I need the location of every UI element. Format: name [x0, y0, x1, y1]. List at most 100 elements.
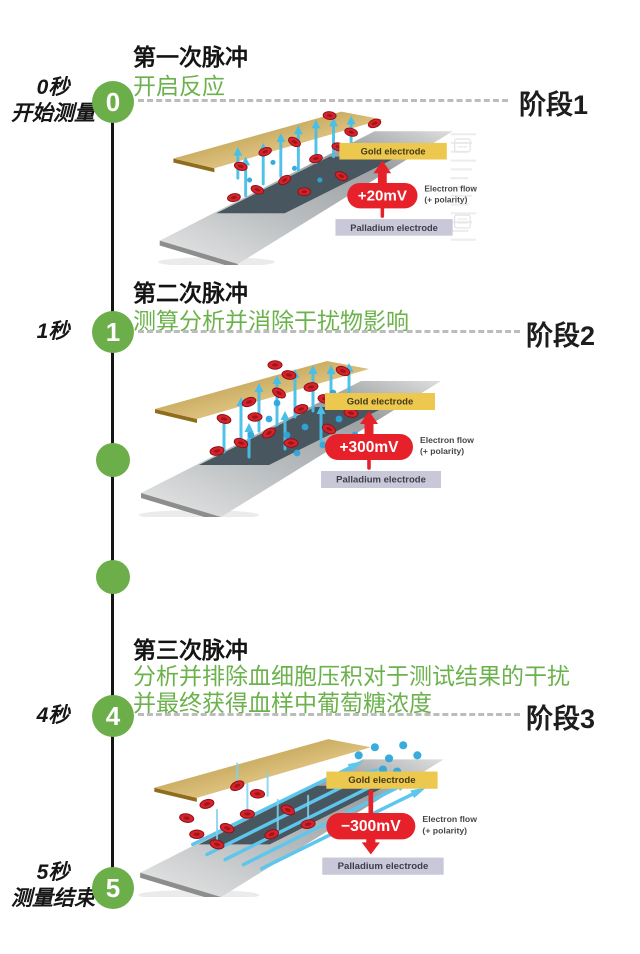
time-label-1s: 1秒	[2, 319, 104, 345]
gold-plate	[154, 739, 371, 798]
electron-flow-caption-line2: (+ polarity)	[424, 194, 467, 204]
gold-plate-edge	[154, 787, 197, 802]
voltage-arrow-icon	[373, 160, 392, 218]
red-blood-cell	[209, 839, 225, 850]
red-blood-cell	[303, 382, 319, 392]
red-blood-cell	[322, 111, 337, 120]
section2-subtitle: 测算分析并消除干扰物影响	[133, 308, 409, 334]
red-blood-cell	[216, 414, 232, 424]
red-blood-cell	[309, 153, 323, 164]
timeline-dot	[96, 560, 130, 594]
red-blood-cell	[288, 136, 301, 148]
red-blood-cell	[247, 412, 263, 422]
red-blood-cell	[293, 404, 309, 414]
section3-subtitle-line2: 并最终获得血样中葡萄糖浓度	[133, 690, 432, 716]
electron-dot	[413, 751, 422, 760]
gold-electrode-label-box	[326, 771, 438, 789]
section1-title: 第一次脉冲	[133, 44, 248, 70]
palladium-electrode-label-box	[322, 857, 444, 875]
red-blood-cell	[262, 427, 276, 439]
voltage-value: −300mV	[341, 818, 401, 835]
stage3-label: 阶段3	[526, 704, 596, 734]
electron-dot	[247, 431, 255, 439]
electron-dot	[283, 431, 291, 439]
reaction-artwork	[227, 111, 382, 203]
red-blood-cell	[179, 813, 195, 823]
stage3-dashed-line	[138, 713, 520, 716]
red-blood-cell	[241, 396, 257, 408]
electron-flow-caption-line1: Electron flow	[422, 814, 477, 824]
electron-dot	[335, 415, 343, 423]
voltage-badge	[326, 813, 416, 840]
section1-subtitle: 开启反应	[133, 73, 225, 99]
timeline-node-5: 5	[92, 867, 134, 909]
gold-electrode-label-box	[325, 393, 435, 410]
electron-dot	[273, 399, 281, 407]
electron-flow-caption-line1: Electron flow	[424, 184, 477, 194]
palladium-electrode-label-box	[335, 219, 453, 236]
time-label-4s: 4秒	[2, 703, 104, 729]
voltage-badge	[347, 182, 418, 209]
gold-plate-edge	[155, 409, 197, 423]
gold-electrode-label: Gold electrode	[361, 147, 426, 157]
gold-electrode-label-box	[339, 142, 447, 160]
palladium-electrode-label: Palladium electrode	[350, 223, 438, 233]
stage1-label: 阶段1	[519, 90, 589, 120]
electron-arrow-up-icon	[293, 125, 303, 172]
timeline-node-0: 0	[92, 81, 134, 123]
red-blood-cell	[278, 174, 292, 186]
electron-dot	[293, 449, 301, 457]
faded-side-text	[450, 133, 477, 241]
electron-flow-caption-line2: (+ polarity)	[420, 446, 464, 456]
test-strip-edge	[141, 493, 221, 517]
faded-doc-icon	[453, 214, 471, 229]
test-strip-edge	[159, 240, 238, 265]
red-blood-cell	[189, 829, 205, 840]
electron-dot	[291, 165, 298, 171]
red-blood-cell	[334, 171, 348, 182]
voltage-value: +300mV	[339, 439, 399, 456]
voltage-arrow-icon	[360, 411, 378, 470]
electron-arrow-up-icon	[254, 383, 264, 433]
red-blood-cell	[280, 804, 296, 816]
electron-dot	[399, 741, 408, 750]
red-blood-cell	[264, 829, 279, 840]
electron-dot	[319, 441, 327, 449]
electron-dot	[270, 159, 276, 165]
electron-dot	[247, 177, 253, 183]
timeline-line	[111, 102, 114, 888]
section3-subtitle-line1: 分析并排除血细胞压积对于测试结果的干扰	[133, 663, 570, 689]
red-blood-cell	[272, 387, 286, 399]
section3-title: 第三次脉冲	[133, 637, 248, 663]
red-blood-cell	[209, 446, 225, 456]
red-blood-cell	[283, 438, 299, 448]
reaction-zone	[216, 156, 398, 214]
red-blood-cell	[233, 161, 248, 171]
stage2-dashed-line	[138, 330, 520, 333]
timeline-node-1: 1	[92, 311, 134, 353]
reaction-artwork	[209, 360, 369, 459]
red-blood-cell	[335, 365, 351, 377]
red-blood-cell	[230, 780, 245, 792]
red-blood-cell	[300, 819, 316, 830]
stage1-dashed-line	[138, 99, 508, 102]
red-blood-cell	[250, 185, 265, 195]
time-label-line: 0秒	[36, 76, 70, 99]
electron-dot	[370, 743, 379, 752]
stage2-label: 阶段2	[526, 321, 596, 351]
voltage-value: +20mV	[358, 188, 407, 205]
electron-arrow-up-icon	[276, 133, 286, 178]
red-blood-cell	[344, 127, 358, 137]
timeline-node-4: 4	[92, 695, 134, 737]
time-label-5s: 5秒 测量结束	[2, 860, 104, 912]
red-blood-cell	[367, 118, 382, 129]
electron-dot	[354, 751, 363, 760]
electron-dot	[317, 177, 323, 183]
electron-flow-caption-line1: Electron flow	[420, 435, 474, 445]
